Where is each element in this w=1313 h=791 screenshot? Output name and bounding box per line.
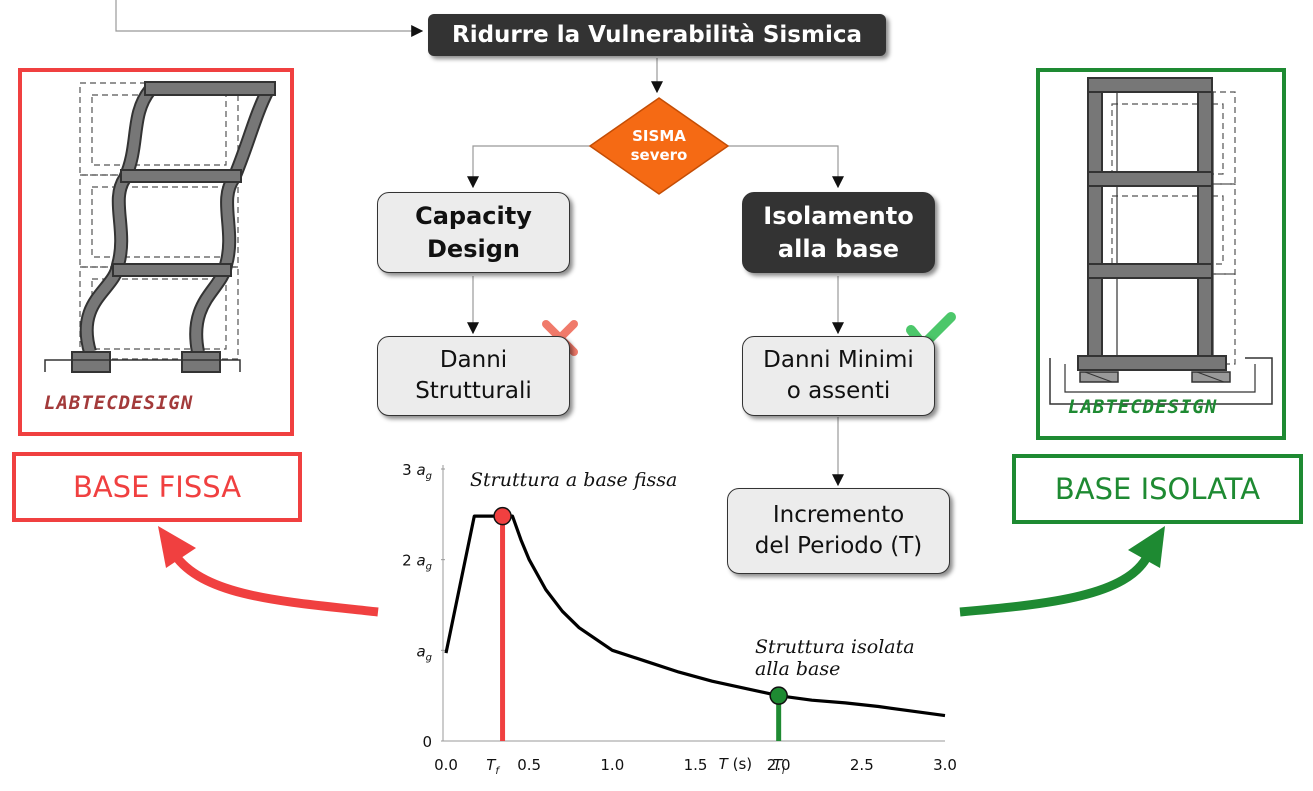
x-tick-label: 1.5 [684, 756, 708, 774]
y-tick-label: 0 [422, 733, 432, 751]
y-tick-label: 2 ag [402, 552, 432, 573]
fixed-base-curved-arrow [158, 526, 379, 617]
decision-diamond [588, 97, 730, 195]
period-increase-box: Incremento del Periodo (T) [727, 488, 950, 574]
response-spectrum-chart: 0.0 0.5 1.0 1.5 2.0 2.5 3.0 0 ag 2 ag 3 ag T (s) Tf T… [402, 461, 957, 777]
y-tick-label: ag [416, 642, 432, 663]
minimal-damage-box: Danni Minimi o assenti [742, 336, 935, 416]
x-tick-label: 2.5 [850, 756, 874, 774]
isolated-frame-icon [1049, 77, 1273, 405]
x-axis-label: T (s) [719, 755, 752, 773]
decision-label: SISMA severo [630, 127, 688, 164]
base-isolation-box: Isolamento alla base [742, 192, 935, 273]
title-box: Ridurre la Vulnerabilità Sismica [428, 14, 886, 56]
decision-right-connector [724, 145, 844, 189]
x-tick-label: 0.0 [434, 756, 458, 774]
period-tick-label: Tf [486, 756, 500, 777]
x-tick-label: 2.0 [767, 756, 791, 774]
capacity-design-box: Capacity Design [377, 192, 570, 273]
deformed-frame-icon [44, 81, 276, 373]
input-connector [115, 0, 424, 37]
data-point [769, 686, 788, 705]
fixed-base-panel [18, 68, 294, 436]
fixed-structure-annotation: Struttura a base fissa [470, 469, 677, 491]
isolated-base-label: BASE ISOLATA [1012, 454, 1303, 524]
isolated-base-panel [1036, 68, 1286, 440]
x-tick-label: 1.0 [600, 756, 624, 774]
isolated-base-logo: LABTECDESIGN [1068, 396, 1218, 418]
y-tick-label: 3 ag [402, 461, 432, 482]
fixed-base-logo: LABTECDESIGN [44, 392, 194, 414]
x-tick-label: 3.0 [933, 756, 957, 774]
decision-left-connector [467, 145, 590, 189]
title-text: Ridurre la Vulnerabilità Sismica [452, 22, 862, 48]
period-tick-label: Ti [773, 756, 785, 777]
structural-damage-box: Danni Strutturali [377, 336, 570, 416]
fixed-base-label: BASE FISSA [12, 452, 302, 522]
data-point [493, 506, 512, 526]
isolated-base-curved-arrow [959, 526, 1165, 617]
x-tick-label: 0.5 [517, 756, 541, 774]
